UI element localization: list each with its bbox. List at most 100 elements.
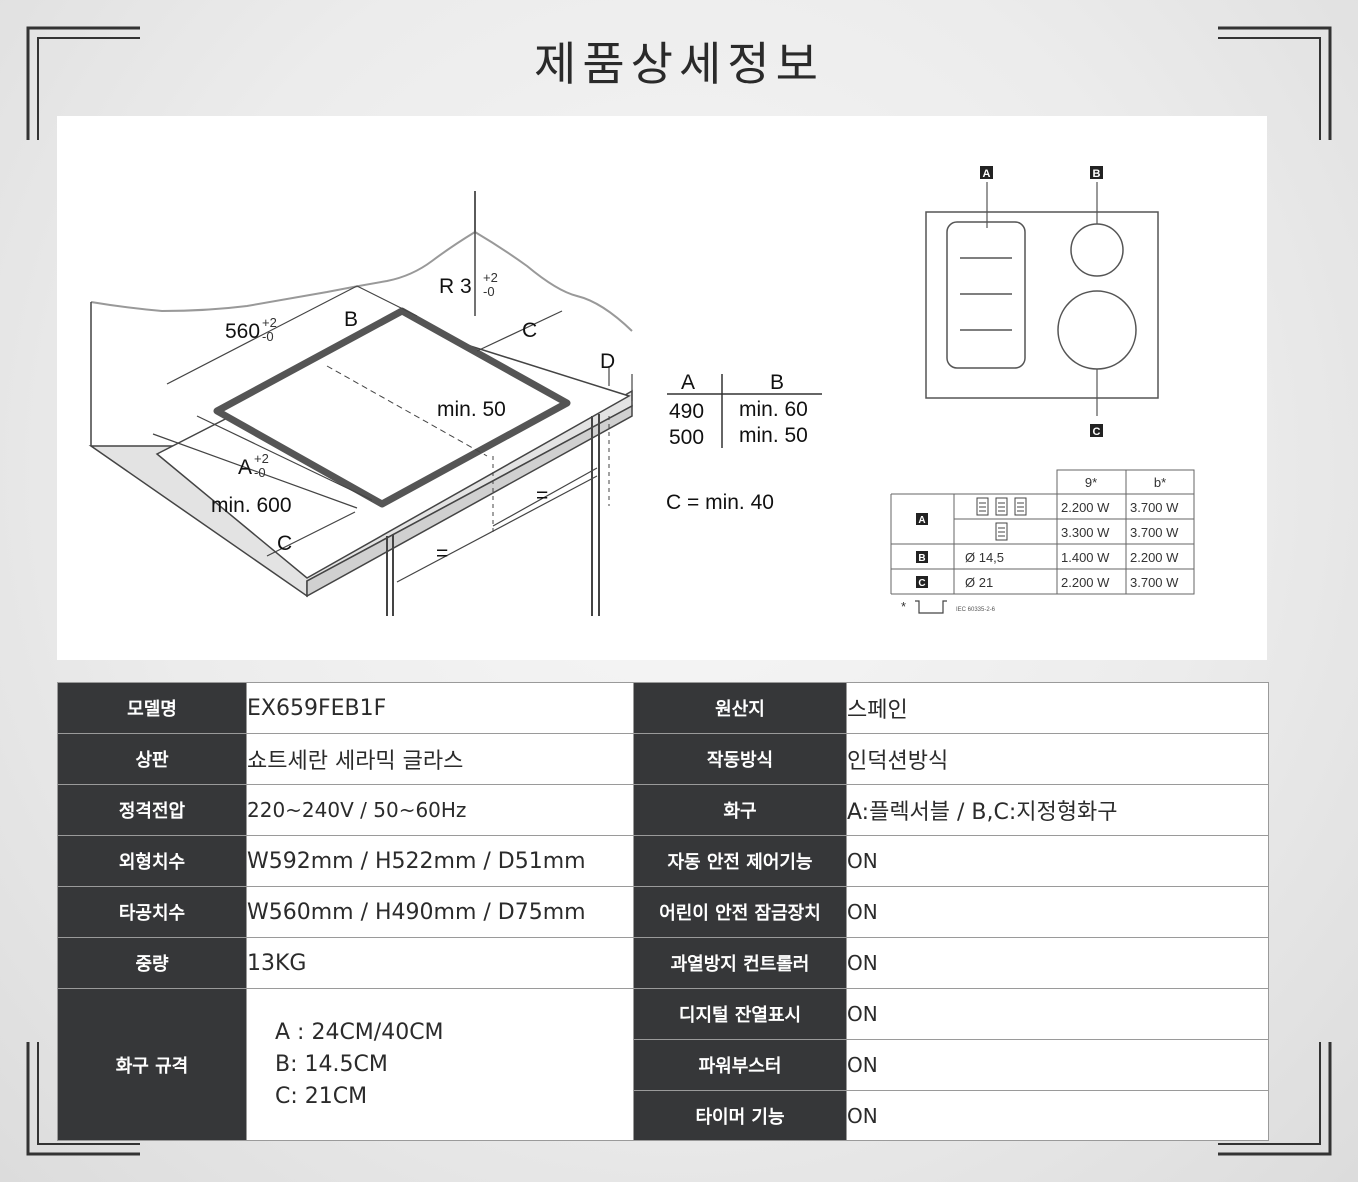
a-tolerance-minus: -0: [254, 465, 266, 480]
spec-label: 타공치수: [57, 886, 247, 938]
spec-value: W592mm / H522mm / D51mm: [246, 835, 634, 887]
spec-label: 작동방식: [633, 733, 847, 785]
spec-value: 220~240V / 50~60Hz: [246, 784, 634, 836]
width-dimension-label: 560: [225, 320, 260, 343]
power-table: 9* b* A B C Ø 14,5 Ø 21 2.200 W 3.700 W: [890, 469, 1195, 614]
spec-value: ON: [846, 886, 1269, 938]
table-row: 파워부스터 ON: [58, 1039, 1269, 1091]
corner-frame-top-right: [1218, 26, 1332, 140]
spec-value: ON: [846, 1090, 1269, 1141]
power-col-header-2: b*: [1154, 475, 1166, 490]
dimension-d-label: D: [600, 350, 615, 373]
power-cell: 3.700 W: [1130, 575, 1179, 590]
power-col-header-1: 9*: [1085, 475, 1097, 490]
spec-label: 자동 안전 제어기능: [633, 835, 847, 887]
ab-cell: min. 60: [739, 398, 808, 421]
spec-value: ON: [846, 835, 1269, 887]
spec-label: 원산지: [633, 682, 847, 734]
table-row: 상판 쇼트세란 세라믹 글라스 작동방식 인덕션방식: [57, 733, 1269, 785]
power-row-desc: Ø 21: [965, 575, 993, 590]
power-cell: 1.400 W: [1061, 550, 1110, 565]
spec-table: 모델명 EX659FEB1F 원산지 스페인 상판 쇼트세란 세라믹 글라스 작…: [57, 682, 1269, 1141]
power-cell: 3.700 W: [1130, 525, 1179, 540]
spec-label: 화구: [633, 784, 847, 836]
power-row-desc: Ø 14,5: [965, 550, 1004, 565]
power-cell: 2.200 W: [1130, 550, 1179, 565]
power-footnote: IEC 60335-2-6: [956, 607, 996, 613]
a-tolerance-plus: +2: [254, 451, 269, 466]
table-row: 중량 13KG 과열방지 컨트롤러 ON: [57, 937, 1269, 989]
spec-label: 디지털 잔열표시: [633, 988, 847, 1040]
power-cell: 3.300 W: [1061, 525, 1110, 540]
width-tolerance-plus: +2: [262, 315, 277, 330]
power-row-zone: C: [918, 578, 925, 589]
table-row: 타공치수 W560mm / H490mm / D75mm 어린이 안전 잠금장치…: [57, 886, 1269, 938]
spec-label: 화구 규격: [57, 988, 247, 1141]
dimension-c-bottom-label: C: [277, 532, 292, 555]
spec-value: ON: [846, 1039, 1269, 1091]
spec-value: ON: [846, 937, 1269, 989]
spec-value: EX659FEB1F: [246, 682, 634, 734]
zone-b-badge: B: [1093, 168, 1101, 180]
table-row: 모델명 EX659FEB1F 원산지 스페인: [57, 682, 1269, 734]
c-min-note: C = min. 40: [666, 491, 774, 514]
min-600-label: min. 600: [211, 494, 292, 517]
ab-cell: 500: [669, 426, 704, 449]
power-cell: 3.700 W: [1130, 500, 1179, 515]
power-footnote-star: *: [901, 599, 906, 614]
spec-value: 스페인: [846, 682, 1269, 734]
table-row: 정격전압 220~240V / 50~60Hz 화구 A:플렉서블 / B,C:…: [57, 784, 1269, 836]
spec-label: 외형치수: [57, 835, 247, 887]
spec-label: 과열방지 컨트롤러: [633, 937, 847, 989]
min-50-label: min. 50: [437, 398, 506, 421]
dimension-c-top-label: C: [522, 319, 537, 342]
spec-value: 13KG: [246, 937, 634, 989]
ab-header-a: A: [681, 371, 695, 394]
power-row-zone: B: [918, 553, 925, 564]
table-row: 화구 규격 A : 24CM/40CM B: 14.5CM C: 21CM 디지…: [57, 988, 1269, 1141]
installation-diagram-panel: 560 +2 -0 B R 3 +2 -0 C D min. 50 A +2 -…: [57, 116, 1267, 660]
power-cell: 2.200 W: [1061, 575, 1110, 590]
corner-frame-bottom-right: [1218, 1042, 1332, 1156]
table-row: 타이머 기능 ON: [58, 1090, 1269, 1141]
table-row: 외형치수 W592mm / H522mm / D51mm 자동 안전 제어기능 …: [57, 835, 1269, 887]
spec-label: 정격전압: [57, 784, 247, 836]
corner-frame-bottom-left: [26, 1042, 140, 1156]
zone-c-badge: C: [1093, 426, 1101, 438]
spec-value: ON: [846, 988, 1269, 1040]
burner-size-c: C: 21CM: [275, 1083, 368, 1109]
dimension-b-label: B: [344, 308, 358, 331]
ab-cell: min. 50: [739, 424, 808, 447]
ab-header-b: B: [770, 371, 784, 394]
equal-mark-2: =: [436, 542, 448, 565]
burner-size-a: A : 24CM/40CM: [275, 1019, 444, 1045]
spec-label: 파워부스터: [633, 1039, 847, 1091]
spec-label: 상판: [57, 733, 247, 785]
spec-label: 모델명: [57, 682, 247, 734]
spec-value: 쇼트세란 세라믹 글라스: [246, 733, 634, 785]
radius-tolerance-plus: +2: [483, 270, 498, 285]
corner-frame-top-left: [26, 26, 140, 140]
spec-value: A:플렉서블 / B,C:지정형화구: [846, 784, 1269, 836]
ab-dimension-table: A B 490 min. 60 500 min. 50: [667, 371, 822, 449]
spec-label: 어린이 안전 잠금장치: [633, 886, 847, 938]
zone-a-badge: A: [983, 168, 991, 180]
cooktop-top-view: A B C: [925, 166, 1159, 438]
installation-diagram: 560 +2 -0 B R 3 +2 -0 C D min. 50 A +2 -…: [88, 166, 1195, 616]
spec-value: W560mm / H490mm / D75mm: [246, 886, 634, 938]
radius-tolerance-minus: -0: [483, 284, 495, 299]
page-title: 제품상세정보: [534, 37, 824, 91]
spec-label: 중량: [57, 937, 247, 989]
burner-size-b: B: 14.5CM: [275, 1051, 388, 1077]
pot-icon: [915, 600, 947, 614]
burner-size-value: A : 24CM/40CM B: 14.5CM C: 21CM: [246, 988, 634, 1141]
width-tolerance-minus: -0: [262, 329, 274, 344]
power-cell: 2.200 W: [1061, 500, 1110, 515]
equal-mark-1: =: [536, 484, 548, 507]
spec-label: 타이머 기능: [633, 1090, 847, 1141]
ab-cell: 490: [669, 400, 704, 423]
dimension-a-label: A: [238, 456, 252, 479]
spec-value: 인덕션방식: [846, 733, 1269, 785]
radius-label: R 3: [439, 275, 472, 298]
power-row-zone: A: [918, 515, 925, 526]
